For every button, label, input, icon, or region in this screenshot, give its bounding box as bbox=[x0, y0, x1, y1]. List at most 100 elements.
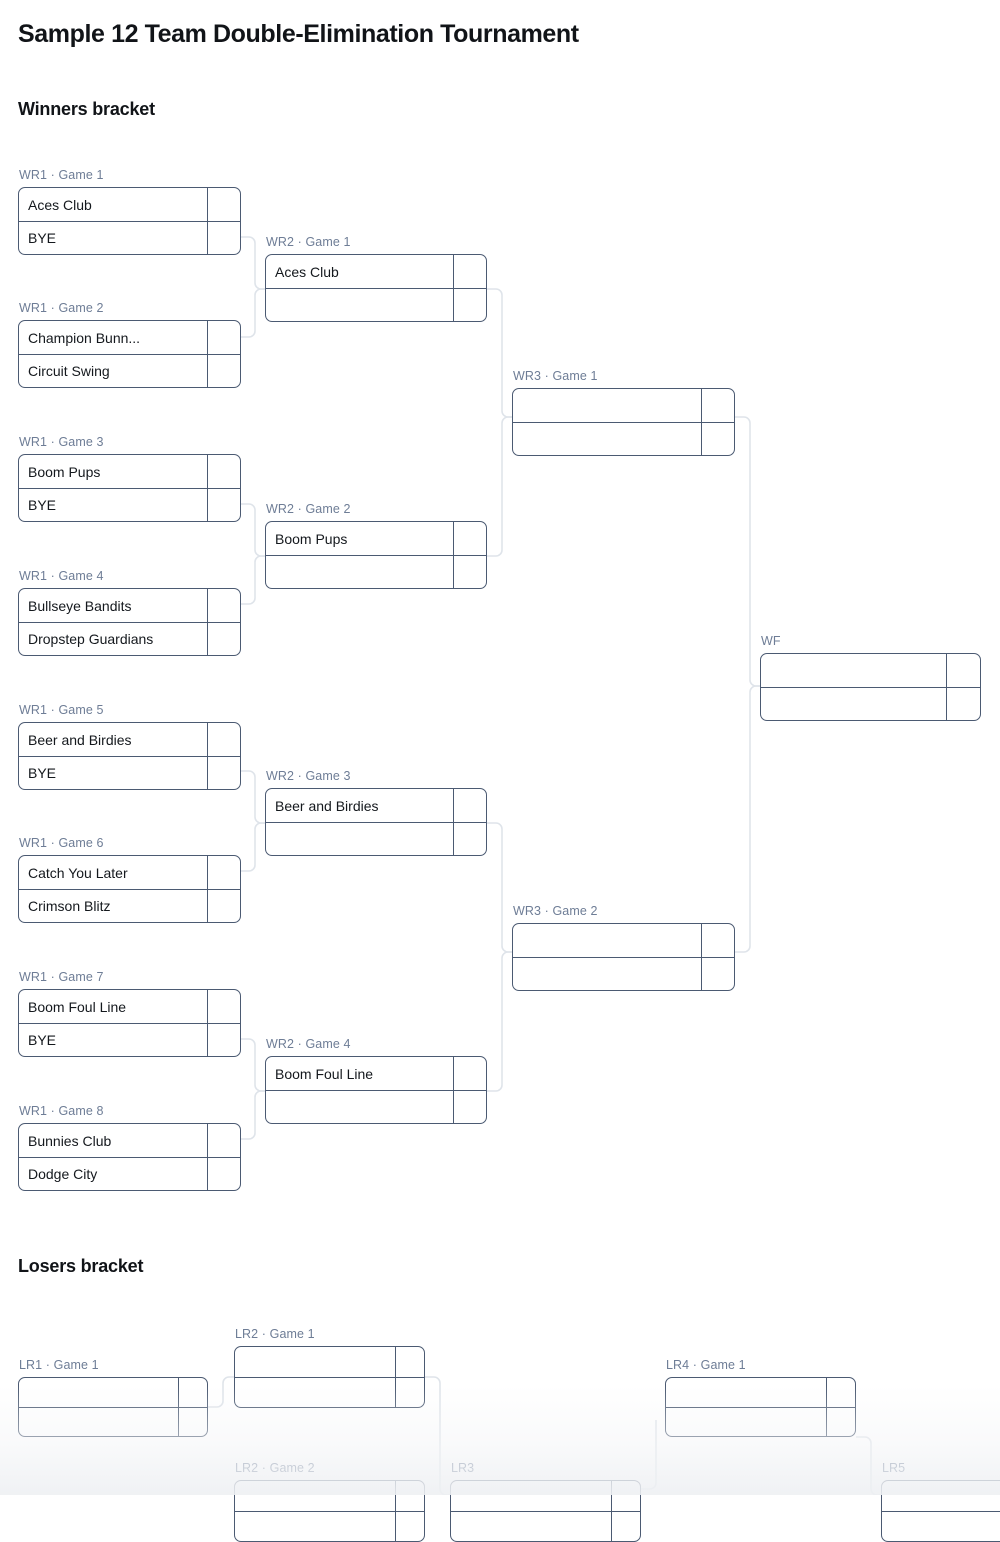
slot-score[interactable] bbox=[207, 321, 240, 354]
match-slot[interactable] bbox=[882, 1481, 1000, 1511]
match-slot[interactable]: Boom Foul Line bbox=[19, 990, 240, 1023]
match-box[interactable] bbox=[234, 1346, 425, 1408]
match-slot[interactable]: BYE bbox=[19, 488, 240, 521]
match-slot[interactable]: Champion Bunn... bbox=[19, 321, 240, 354]
match-slot[interactable] bbox=[19, 1378, 207, 1407]
slot-score[interactable] bbox=[207, 1158, 240, 1190]
match-slot[interactable]: Dodge City bbox=[19, 1157, 240, 1190]
slot-score[interactable] bbox=[207, 757, 240, 789]
slot-score[interactable] bbox=[453, 789, 486, 822]
match-slot[interactable] bbox=[513, 422, 734, 455]
match-slot[interactable]: Boom Pups bbox=[266, 522, 486, 555]
match-wf[interactable]: WF bbox=[760, 634, 981, 721]
match-slot[interactable] bbox=[451, 1511, 640, 1541]
match-lr5[interactable]: LR5 bbox=[881, 1461, 1000, 1542]
match-box[interactable] bbox=[760, 653, 981, 721]
slot-score[interactable] bbox=[395, 1512, 424, 1541]
match-slot[interactable] bbox=[513, 924, 734, 957]
slot-score[interactable] bbox=[826, 1378, 855, 1407]
slot-score[interactable] bbox=[826, 1408, 855, 1436]
slot-score[interactable] bbox=[611, 1481, 640, 1511]
match-box[interactable]: Champion Bunn...Circuit Swing bbox=[18, 320, 241, 388]
match-slot[interactable] bbox=[666, 1407, 855, 1436]
match-slot[interactable] bbox=[761, 687, 980, 720]
match-box[interactable] bbox=[665, 1377, 856, 1437]
match-slot[interactable]: Crimson Blitz bbox=[19, 889, 240, 922]
slot-score[interactable] bbox=[453, 556, 486, 588]
match-lr4g1[interactable]: LR4 · Game 1 bbox=[665, 1358, 856, 1437]
match-box[interactable]: Boom Pups bbox=[265, 521, 487, 589]
match-box[interactable]: Beer and Birdies bbox=[265, 788, 487, 856]
slot-score[interactable] bbox=[611, 1512, 640, 1541]
match-slot[interactable]: Boom Pups bbox=[19, 455, 240, 488]
match-slot[interactable]: Bullseye Bandits bbox=[19, 589, 240, 622]
slot-score[interactable] bbox=[207, 623, 240, 655]
slot-score[interactable] bbox=[178, 1408, 207, 1436]
slot-score[interactable] bbox=[207, 1024, 240, 1056]
match-box[interactable]: Boom Foul Line bbox=[265, 1056, 487, 1124]
match-slot[interactable] bbox=[266, 822, 486, 855]
match-lr2g1[interactable]: LR2 · Game 1 bbox=[234, 1327, 425, 1408]
match-slot[interactable] bbox=[513, 389, 734, 422]
slot-score[interactable] bbox=[207, 990, 240, 1023]
slot-score[interactable] bbox=[207, 355, 240, 387]
slot-score[interactable] bbox=[453, 1091, 486, 1123]
slot-score[interactable] bbox=[207, 489, 240, 521]
slot-score[interactable] bbox=[207, 222, 240, 254]
match-slot[interactable]: Boom Foul Line bbox=[266, 1057, 486, 1090]
match-wr3g2[interactable]: WR3 · Game 2 bbox=[512, 904, 735, 991]
slot-score[interactable] bbox=[207, 188, 240, 221]
slot-score[interactable] bbox=[453, 1057, 486, 1090]
slot-score[interactable] bbox=[453, 289, 486, 321]
match-slot[interactable]: Catch You Later bbox=[19, 856, 240, 889]
slot-score[interactable] bbox=[207, 1124, 240, 1157]
slot-score[interactable] bbox=[946, 654, 980, 687]
match-box[interactable] bbox=[512, 388, 735, 456]
match-lr3[interactable]: LR3 bbox=[450, 1461, 641, 1542]
match-slot[interactable]: Dropstep Guardians bbox=[19, 622, 240, 655]
slot-score[interactable] bbox=[395, 1481, 424, 1511]
match-box[interactable] bbox=[450, 1480, 641, 1542]
match-slot[interactable] bbox=[513, 957, 734, 990]
match-lr2g2[interactable]: LR2 · Game 2 bbox=[234, 1461, 425, 1542]
slot-score[interactable] bbox=[453, 255, 486, 288]
match-slot[interactable] bbox=[451, 1481, 640, 1511]
match-slot[interactable] bbox=[266, 288, 486, 321]
slot-score[interactable] bbox=[395, 1378, 424, 1407]
slot-score[interactable] bbox=[207, 890, 240, 922]
slot-score[interactable] bbox=[946, 688, 980, 720]
match-slot[interactable] bbox=[761, 654, 980, 687]
match-slot[interactable]: BYE bbox=[19, 1023, 240, 1056]
match-slot[interactable]: Circuit Swing bbox=[19, 354, 240, 387]
match-box[interactable]: Aces Club bbox=[265, 254, 487, 322]
match-box[interactable] bbox=[512, 923, 735, 991]
slot-score[interactable] bbox=[207, 455, 240, 488]
match-slot[interactable] bbox=[666, 1378, 855, 1407]
match-box[interactable] bbox=[234, 1480, 425, 1542]
match-slot[interactable] bbox=[882, 1511, 1000, 1541]
slot-score[interactable] bbox=[207, 723, 240, 756]
slot-score[interactable] bbox=[395, 1347, 424, 1377]
match-slot[interactable]: BYE bbox=[19, 221, 240, 254]
match-box[interactable] bbox=[881, 1480, 1000, 1542]
match-slot[interactable] bbox=[235, 1511, 424, 1541]
slot-score[interactable] bbox=[701, 423, 734, 455]
match-slot[interactable] bbox=[235, 1481, 424, 1511]
slot-score[interactable] bbox=[453, 522, 486, 555]
match-slot[interactable]: Beer and Birdies bbox=[19, 723, 240, 756]
slot-score[interactable] bbox=[701, 389, 734, 422]
